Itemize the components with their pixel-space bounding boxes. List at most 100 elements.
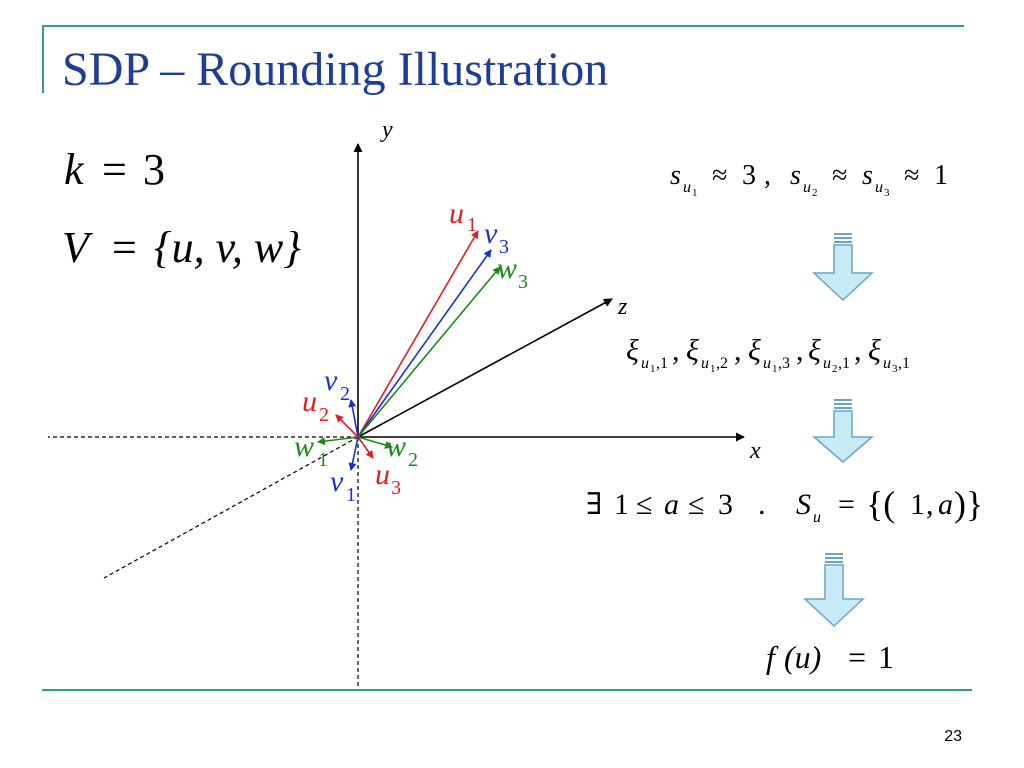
svg-text:≤: ≤ bbox=[688, 488, 704, 521]
step-f-value: f (u) = 1 bbox=[766, 639, 894, 675]
svg-text:u: u bbox=[883, 355, 891, 372]
svg-text:,: , bbox=[926, 488, 934, 521]
step-s-values: s u 1 ≈ 3 , s u 2 ≈ s u 3 ≈ 1 bbox=[670, 160, 948, 199]
label-v1: v 1 bbox=[330, 465, 356, 506]
svg-text:u: u bbox=[375, 458, 390, 491]
svg-text:1: 1 bbox=[346, 484, 356, 506]
svg-text:u: u bbox=[449, 197, 464, 230]
svg-text:3: 3 bbox=[884, 187, 890, 199]
svg-text:=: = bbox=[102, 145, 127, 194]
page-number: 23 bbox=[944, 728, 962, 745]
label-u1: u 1 bbox=[449, 197, 477, 236]
svg-text:1: 1 bbox=[318, 449, 328, 471]
svg-text:≈: ≈ bbox=[832, 160, 847, 191]
svg-text:w: w bbox=[294, 430, 314, 463]
svg-text:k: k bbox=[64, 145, 85, 194]
svg-text:=: = bbox=[848, 639, 866, 675]
vector-w1 bbox=[317, 436, 359, 446]
svg-text:w: w bbox=[386, 430, 406, 463]
svg-text:u: u bbox=[763, 355, 771, 372]
svg-text:1: 1 bbox=[910, 488, 925, 521]
svg-text:,: , bbox=[796, 334, 804, 367]
svg-text:)}: )} bbox=[954, 484, 983, 524]
svg-text:2: 2 bbox=[408, 449, 418, 471]
svg-text:u: u bbox=[701, 355, 709, 372]
svg-text:3: 3 bbox=[518, 271, 528, 293]
svg-text:{(: {( bbox=[866, 484, 895, 524]
vector-w2 bbox=[357, 436, 393, 449]
svg-text:.: . bbox=[758, 488, 766, 521]
svg-text:u: u bbox=[302, 385, 317, 418]
svg-text:u: u bbox=[803, 179, 811, 196]
vector-u3 bbox=[357, 436, 374, 459]
label-v3: v 3 bbox=[484, 217, 509, 258]
svg-text:s: s bbox=[862, 160, 873, 191]
label-w3: w 3 bbox=[497, 252, 528, 293]
svg-text:ξ: ξ bbox=[868, 334, 881, 367]
vector-v1 bbox=[348, 436, 359, 471]
svg-text:,: , bbox=[854, 334, 862, 367]
svg-text:3: 3 bbox=[143, 145, 165, 194]
svg-text:(u): (u) bbox=[784, 639, 821, 675]
svg-text:,1: ,1 bbox=[838, 355, 850, 372]
svg-text:v: v bbox=[324, 364, 338, 397]
svg-text:3: 3 bbox=[718, 488, 733, 521]
svg-text:1: 1 bbox=[692, 187, 698, 199]
svg-text:a: a bbox=[664, 488, 679, 521]
svg-text:3: 3 bbox=[499, 236, 509, 258]
svg-text:=: = bbox=[112, 223, 137, 272]
frame-top-line bbox=[42, 25, 964, 27]
svg-text:u: u bbox=[683, 179, 691, 196]
svg-text:f: f bbox=[766, 639, 779, 675]
svg-text:∃: ∃ bbox=[586, 488, 602, 521]
svg-text:1: 1 bbox=[650, 363, 656, 375]
svg-text:3: 3 bbox=[391, 477, 401, 499]
svg-text:,1: ,1 bbox=[656, 355, 668, 372]
svg-text:s: s bbox=[670, 160, 681, 191]
label-u2: u 2 bbox=[302, 385, 329, 426]
svg-text:1: 1 bbox=[710, 363, 716, 375]
svg-text:2: 2 bbox=[319, 404, 329, 426]
x-axis-label: x bbox=[749, 438, 761, 464]
svg-text:3: 3 bbox=[742, 160, 756, 191]
v-set-equation: V = {u, v, w} bbox=[62, 223, 301, 272]
svg-text:≈: ≈ bbox=[712, 160, 727, 191]
svg-text:u: u bbox=[823, 355, 831, 372]
svg-text:1: 1 bbox=[878, 639, 894, 675]
svg-text:w: w bbox=[497, 252, 517, 285]
vector-u2 bbox=[335, 414, 359, 438]
label-v2: v 2 bbox=[324, 364, 350, 405]
svg-text:,: , bbox=[672, 334, 680, 367]
svg-text:1: 1 bbox=[772, 363, 778, 375]
down-arrow-1 bbox=[812, 233, 874, 302]
svg-text:V: V bbox=[62, 223, 94, 272]
svg-text:u: u bbox=[641, 355, 649, 372]
z-axis-label: z bbox=[617, 294, 628, 320]
svg-text:1: 1 bbox=[467, 214, 477, 236]
svg-text:,: , bbox=[764, 160, 771, 191]
step-xi-list: ξ u 1 ,1 , ξ u 1 ,2 , ξ u 1 ,3 , ξ u 2 ,… bbox=[626, 334, 910, 375]
svg-text:,2: ,2 bbox=[716, 355, 728, 372]
svg-text:a: a bbox=[938, 488, 953, 521]
frame-left-line bbox=[42, 25, 44, 93]
svg-text:3: 3 bbox=[892, 363, 898, 375]
vector-u1 bbox=[357, 230, 479, 438]
svg-text:2: 2 bbox=[812, 187, 818, 199]
svg-text:≈: ≈ bbox=[904, 160, 919, 191]
svg-text:v: v bbox=[484, 217, 498, 250]
svg-text:{u, v, w}: {u, v, w} bbox=[154, 223, 301, 272]
svg-text:1: 1 bbox=[614, 488, 629, 521]
svg-text:ξ: ξ bbox=[808, 334, 821, 367]
svg-text:2: 2 bbox=[340, 383, 350, 405]
frame-bottom-line bbox=[42, 689, 972, 691]
svg-text:,1: ,1 bbox=[898, 355, 910, 372]
step-exists-a: ∃ 1 ≤ a ≤ 3 . S u = {( 1 , a )} bbox=[586, 484, 983, 526]
svg-text:ξ: ξ bbox=[626, 334, 639, 367]
svg-text:=: = bbox=[838, 488, 855, 521]
svg-text:ξ: ξ bbox=[748, 334, 761, 367]
svg-text:ξ: ξ bbox=[686, 334, 699, 367]
k-equation: k = 3 bbox=[64, 145, 165, 194]
z-axis bbox=[357, 298, 613, 438]
vector-v2 bbox=[348, 399, 359, 438]
